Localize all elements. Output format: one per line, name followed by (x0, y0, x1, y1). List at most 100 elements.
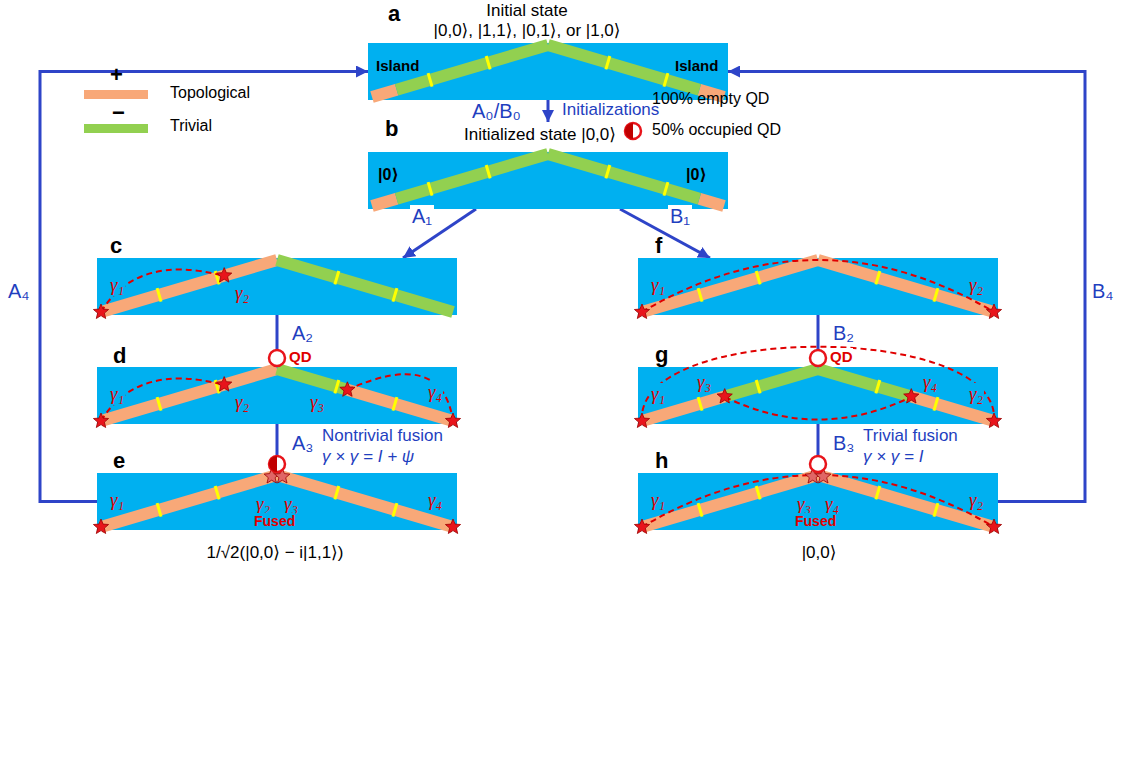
sign-label: − (112, 100, 125, 125)
majorana-label: γ₂ (234, 282, 250, 304)
wire-segment (642, 475, 818, 527)
wire-segment (101, 475, 277, 527)
gate-marker (335, 271, 339, 284)
legend-swatch (84, 124, 148, 133)
gate-marker (698, 503, 702, 516)
fusion-note: Trivial fusion (863, 426, 958, 446)
majorana-label: γ₁ (109, 274, 125, 296)
step-label: B₄ (1090, 280, 1116, 303)
gate-marker (335, 380, 339, 393)
nanowire-illustration (638, 258, 998, 315)
panel-letter: d (113, 343, 126, 368)
majorana-label: γ₂ (968, 274, 984, 296)
panel-letter: g (655, 342, 668, 367)
gate-marker (393, 503, 397, 516)
step-label: B₃ (831, 432, 856, 455)
gate-marker (698, 288, 702, 301)
step-label: A₄ (6, 280, 32, 303)
majorana-star (217, 377, 232, 392)
qd-label: QD (289, 348, 312, 365)
majorana-label: γ₃ (696, 371, 712, 393)
wire-segment (277, 260, 453, 312)
wire-segment (818, 475, 994, 527)
majorana-label: γ₁ (109, 489, 125, 511)
state-heading: Initialized state |0,0⟩ (464, 125, 616, 145)
ket-label: |0⟩ (686, 166, 707, 184)
nanowire-illustration (368, 152, 728, 209)
state-caption: 1/√2(|0,0⟩ − i|1,1⟩) (207, 543, 344, 563)
step-label: A₃ (290, 432, 315, 455)
majorana-star (634, 413, 649, 428)
coupling-arc (642, 260, 994, 312)
device-panel: gQDγ₁γ₃γ₄γ₂ (638, 367, 998, 424)
island-label: Island (675, 57, 718, 74)
majorana-label: γ₁ (109, 383, 125, 405)
sign-label: + (110, 62, 123, 87)
gate-marker (428, 73, 432, 86)
majorana-star (340, 382, 355, 397)
legend-text: Topological (170, 84, 250, 102)
majorana-star (904, 389, 919, 403)
wire-segment (372, 199, 397, 206)
legend-text: 50% occupied QD (652, 121, 781, 139)
gate-marker (606, 56, 610, 69)
wire-segment (725, 369, 818, 397)
fusion-rule: γ × γ = I (863, 447, 923, 467)
transition-arrow (547, 100, 550, 122)
gate-marker (335, 486, 339, 499)
majorana-label: γ₂ (968, 489, 984, 511)
majorana-label: γ₂ (255, 493, 271, 515)
state-list: |0,0⟩, |1,1⟩, |0,1⟩, or |1,0⟩ (434, 21, 621, 41)
panel-letter: a (388, 1, 400, 26)
legend-text: Trivial (170, 117, 212, 135)
majorana-label: γ₄ (427, 381, 443, 403)
majorana-label: γ₂ (234, 391, 250, 413)
fusion-note: Nontrivial fusion (322, 426, 443, 446)
gate-marker (664, 73, 668, 86)
wire-segment (277, 475, 453, 527)
quantum-dot (810, 456, 826, 472)
majorana-star (986, 304, 1001, 319)
majorana-label: γ₃ (309, 391, 325, 413)
majorana-star (986, 519, 1001, 534)
majorana-label: γ₄ (922, 371, 938, 393)
majorana-label: γ₁ (650, 274, 666, 296)
gate-marker (428, 182, 432, 195)
fusion-rule: γ × γ = I + ψ (322, 447, 414, 467)
device-panel: dQDγ₁γ₂γ₃γ₄ (97, 367, 457, 424)
fused-label: Fused (254, 513, 295, 529)
gate-marker (157, 288, 161, 301)
gate-marker (756, 271, 760, 284)
island-label: Island (376, 57, 419, 74)
wire-segment (101, 369, 277, 421)
gate-marker (606, 165, 610, 178)
step-note: Initializations (562, 100, 659, 120)
legend-dot (625, 123, 641, 139)
panel-letter: f (655, 233, 662, 258)
gate-marker (876, 380, 880, 393)
step-label: B₁ (668, 205, 692, 228)
coupling-arc (101, 270, 224, 312)
gate-marker (876, 271, 880, 284)
gate-marker (486, 56, 490, 69)
qd-label: QD (830, 348, 853, 365)
gate-marker (393, 397, 397, 410)
gate-marker (393, 288, 397, 301)
coupling-arc (347, 374, 453, 421)
nanowire-illustration (97, 258, 457, 315)
majorana-star (634, 519, 649, 534)
gate-marker (486, 165, 490, 178)
state-heading: Initial state (486, 1, 567, 21)
quantum-dot (810, 350, 826, 366)
majorana-star (986, 413, 1001, 428)
panel-letter: h (655, 448, 668, 473)
majorana-label: γ₁ (650, 383, 666, 405)
wire-segment (642, 260, 818, 312)
wire-segment (397, 154, 548, 199)
gate-marker (756, 380, 760, 393)
wire-segment (548, 154, 699, 199)
majorana-label: γ₄ (427, 489, 443, 511)
majorana-label: γ₄ (824, 493, 840, 515)
nanowire-illustration (638, 367, 998, 424)
